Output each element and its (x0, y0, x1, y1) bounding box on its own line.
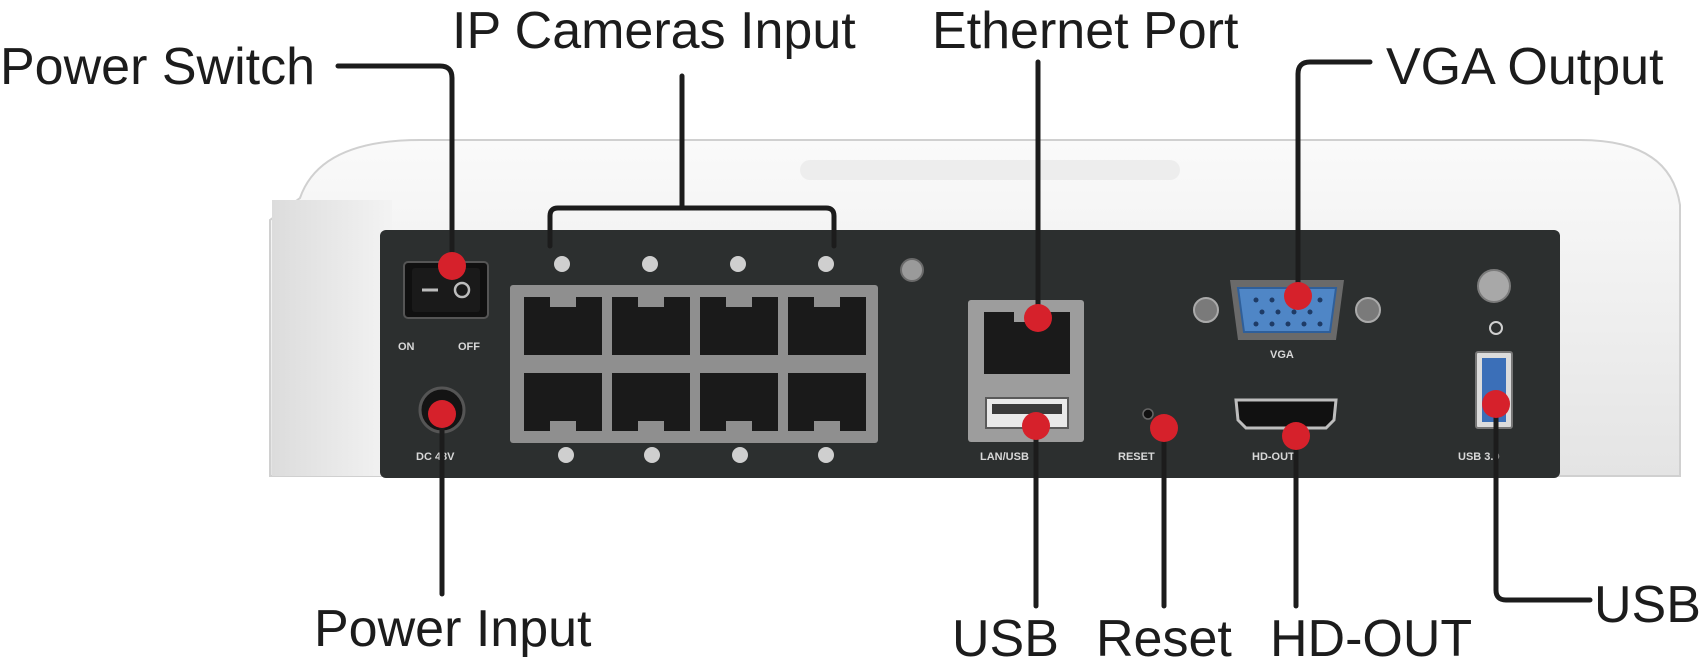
rj45-camera-port[interactable] (700, 297, 778, 355)
vga-marker (1284, 282, 1312, 310)
vga-panel-label: VGA (1270, 349, 1294, 361)
rj45-camera-port[interactable] (612, 373, 690, 431)
rj45-camera-port[interactable] (612, 297, 690, 355)
power-switch-callout: Power Switch (0, 38, 315, 96)
switch-off-label: OFF (458, 341, 480, 353)
reset-panel-label: RESET (1118, 451, 1155, 463)
hd-out-callout: HD-OUT (1270, 610, 1472, 666)
ip-camera-ports[interactable] (510, 285, 878, 443)
usb-version-label: USB 3.0 (1458, 451, 1500, 463)
hdmi-port[interactable] (1236, 400, 1336, 428)
dc-label: DC 48V (416, 451, 455, 463)
rj45-camera-port[interactable] (524, 373, 602, 431)
switch-on-label: ON (398, 341, 415, 353)
power-switch-marker (438, 252, 466, 280)
ground-terminal-icon (1478, 270, 1510, 302)
ground-screw-icon (901, 259, 923, 281)
ip-cameras-input-callout: IP Cameras Input (452, 2, 856, 60)
power-input-marker (428, 400, 456, 428)
reset-button[interactable] (1143, 409, 1153, 419)
ethernet-marker (1024, 304, 1052, 332)
usb-lan-callout: USB (952, 610, 1059, 666)
rj45-camera-port[interactable] (788, 373, 866, 431)
rj45-camera-port[interactable] (788, 297, 866, 355)
usb-side-marker (1482, 390, 1510, 418)
vga-output-callout: VGA Output (1386, 38, 1664, 96)
rj45-camera-port[interactable] (524, 297, 602, 355)
lan-usb-label: LAN/USB (980, 451, 1029, 463)
hd-out-panel-label: HD-OUT (1252, 451, 1295, 463)
reset-callout: Reset (1096, 610, 1232, 666)
power-input-callout: Power Input (314, 600, 592, 658)
ethernet-port-callout: Ethernet Port (932, 2, 1239, 60)
reset-marker (1150, 414, 1178, 442)
rj45-camera-port[interactable] (700, 373, 778, 431)
usb-side-callout: USB (1594, 576, 1700, 634)
hd-out-marker (1282, 422, 1310, 450)
usb-lan-marker (1022, 412, 1050, 440)
